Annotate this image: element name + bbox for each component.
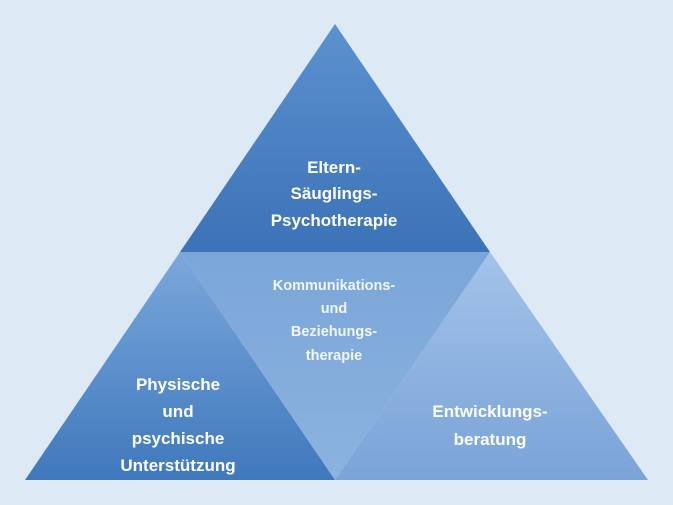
label-line: Entwicklungs- — [432, 402, 548, 421]
center-inverted-triangle — [180, 252, 490, 480]
label-line: Unterstützung — [120, 455, 236, 475]
label-line: Beziehungs- — [290, 324, 378, 341]
label-line: Physische — [135, 375, 221, 394]
label-line: psychische — [131, 428, 225, 448]
label-line: Säuglings- — [290, 184, 378, 204]
label-line: Eltern- — [307, 158, 361, 177]
label-line: und — [320, 301, 348, 318]
top-section-label: Eltern- Säuglings- Psychotherapie — [234, 155, 434, 234]
label-line: Kommunikations- — [272, 278, 396, 294]
center-section-label: Kommunikations- und Beziehungs- therapie — [234, 275, 434, 368]
label-line: beratung — [453, 429, 527, 449]
left-section-label: Physische und psychische Unterstützung — [88, 372, 268, 479]
left-triangle — [25, 252, 335, 480]
label-line: therapie — [305, 347, 363, 364]
label-line: und — [162, 401, 194, 421]
top-triangle — [180, 24, 490, 252]
right-triangle — [335, 252, 648, 480]
right-section-label: Entwicklungs- beratung — [400, 398, 580, 453]
label-line: Psychotherapie — [270, 210, 398, 230]
